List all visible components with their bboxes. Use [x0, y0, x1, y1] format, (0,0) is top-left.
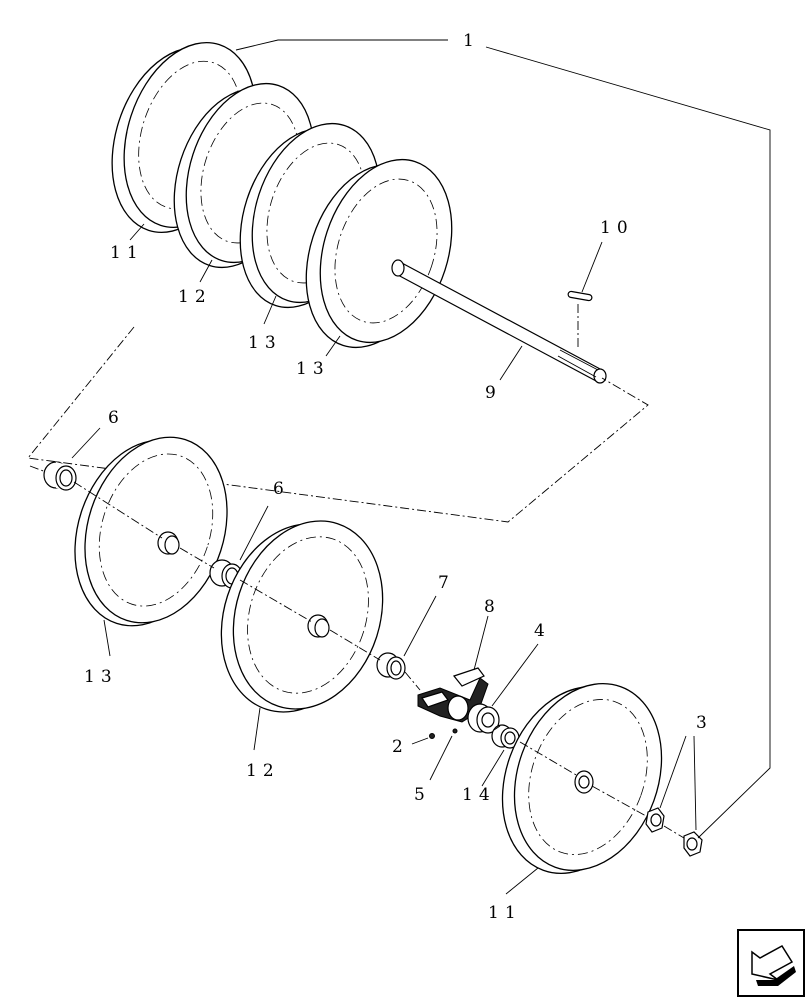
callout-8: 8 [484, 597, 501, 617]
nut-3-b [683, 831, 703, 857]
callout-5: 5 [414, 785, 431, 805]
previous-page-arrow-icon[interactable] [737, 929, 805, 997]
callout-7: 7 [438, 573, 455, 593]
callout-2: 2 [392, 737, 409, 757]
fitting-5 [452, 728, 458, 734]
disc-11-lower [501, 683, 663, 874]
callout-6-middle: 6 [273, 479, 290, 499]
callout-labels: 1 11 12 13 13 10 9 6 6 7 8 4 13 12 2 5 1… [84, 31, 713, 923]
callout-13-lower: 13 [84, 667, 118, 687]
bearing-4 [467, 703, 500, 734]
leader-lines [71, 39, 771, 895]
callout-10: 10 [600, 218, 634, 238]
callout-6-left: 6 [108, 408, 125, 428]
key-10 [567, 290, 593, 350]
bolt-2 [429, 733, 435, 739]
disc-12-lower [220, 520, 384, 713]
callout-12-top: 12 [178, 287, 212, 307]
spacer-6-left [43, 461, 77, 491]
spacer-14 [491, 724, 520, 749]
callout-11-top: 11 [110, 243, 144, 263]
callout-12-lower: 12 [246, 761, 280, 781]
disc-13-lower [74, 436, 228, 627]
callout-1: 1 [463, 31, 480, 51]
callout-13-top-a: 13 [248, 333, 282, 353]
callout-11-lower: 11 [488, 903, 522, 923]
nut-3-a [645, 807, 665, 833]
callout-4: 4 [534, 621, 551, 641]
assembly-boundary [27, 326, 649, 523]
spacer-7 [376, 652, 406, 680]
centerlines [29, 465, 685, 839]
callout-13-top-b: 13 [296, 359, 330, 379]
disc-13-top-b [305, 158, 453, 349]
callout-3: 3 [696, 713, 713, 733]
callout-9: 9 [485, 383, 502, 403]
shaft-9 [391, 259, 607, 384]
callout-14: 14 [462, 785, 496, 805]
